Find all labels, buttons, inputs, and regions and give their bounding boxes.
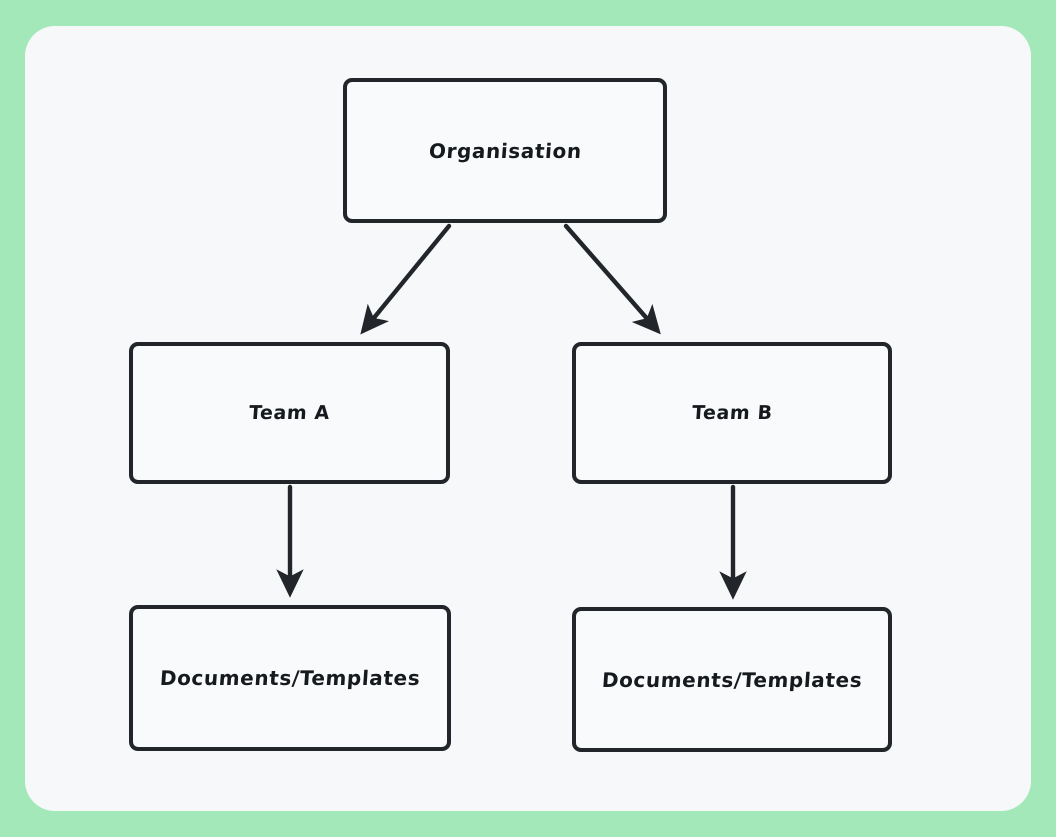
node-team-a-label: Team A: [248, 402, 331, 424]
node-documents-templates-a-label: Documents/Templates: [158, 666, 422, 690]
node-team-b[interactable]: Team B: [572, 342, 892, 484]
node-organisation-label: Organisation: [427, 138, 583, 163]
edge-org-to-team-a: [360, 223, 452, 335]
node-documents-templates-b-label: Documents/Templates: [600, 667, 864, 692]
node-documents-templates-a[interactable]: Documents/Templates: [129, 605, 451, 751]
edge-org-to-team-b: [563, 223, 661, 335]
node-team-b-label: Team B: [690, 402, 774, 424]
node-team-a[interactable]: Team A: [129, 342, 450, 484]
node-documents-templates-b[interactable]: Documents/Templates: [572, 607, 892, 752]
node-organisation[interactable]: Organisation: [343, 78, 667, 223]
